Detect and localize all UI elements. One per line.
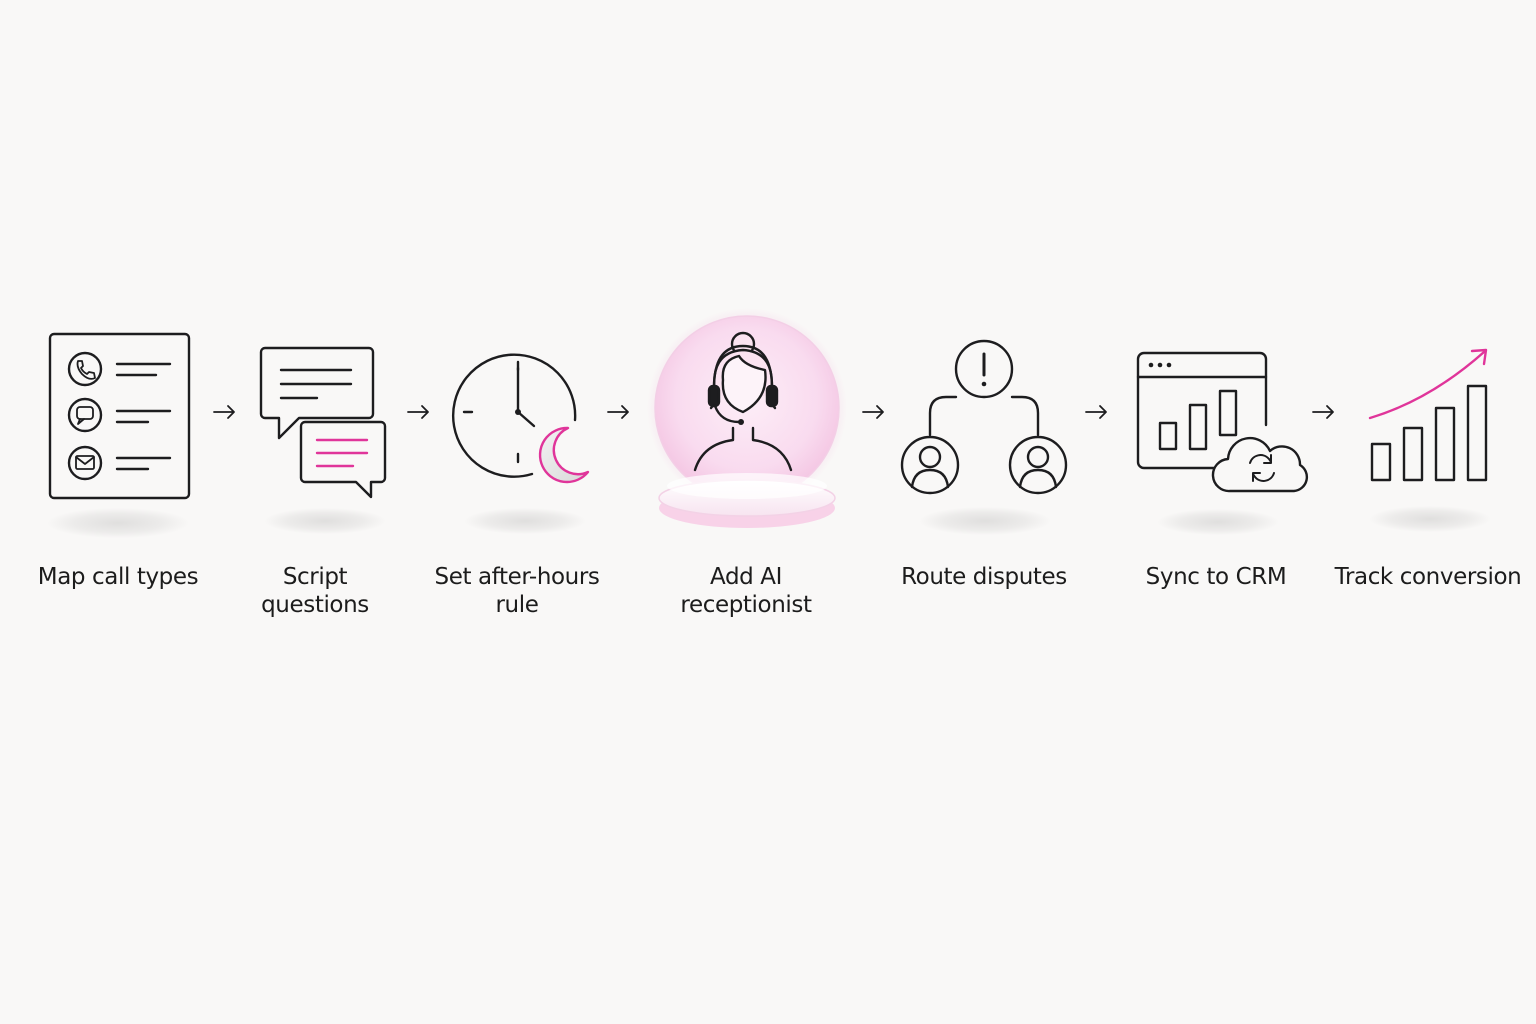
step-label-script-questions: Script questions bbox=[261, 564, 369, 618]
step-label-set-after-hours-rule: Set after-hours rule bbox=[434, 564, 600, 618]
step-label-sync-to-crm: Sync to CRM bbox=[1145, 564, 1287, 590]
arrow-right-icon bbox=[861, 403, 887, 421]
arrow-right-icon bbox=[1084, 403, 1110, 421]
step-label-track-conversion: Track conversion bbox=[1334, 564, 1522, 590]
step-label-add-ai-receptionist: Add AI receptionist bbox=[680, 564, 812, 618]
arrow-right-icon bbox=[212, 403, 238, 421]
dispute-routing-icon bbox=[900, 339, 1068, 495]
call-types-list-icon bbox=[48, 332, 191, 500]
clock-moon-icon bbox=[451, 353, 590, 484]
receptionist-headset-icon bbox=[647, 308, 847, 528]
growth-chart-icon bbox=[1368, 348, 1488, 482]
arrow-right-icon bbox=[406, 403, 432, 421]
arrow-right-icon bbox=[606, 403, 632, 421]
step-label-map-call-types: Map call types bbox=[37, 564, 199, 590]
arrow-right-icon bbox=[1311, 403, 1337, 421]
chat-bubbles-icon bbox=[259, 346, 387, 499]
step-label-route-disputes: Route disputes bbox=[901, 564, 1067, 590]
crm-sync-icon bbox=[1136, 351, 1309, 493]
